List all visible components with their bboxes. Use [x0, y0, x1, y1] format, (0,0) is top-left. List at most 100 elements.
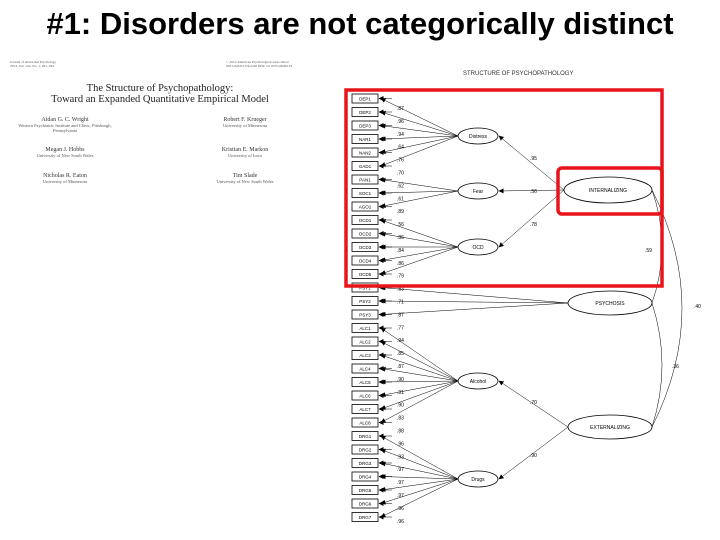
indicator-label: AGO1 [359, 205, 372, 210]
loading-arrow [380, 380, 459, 398]
correlation-arc [651, 189, 683, 428]
indicator-label: DEP2 [359, 110, 371, 115]
loading-arrow [380, 298, 569, 304]
author-block: Megan J. Hobbs University of New South W… [0, 147, 130, 158]
indicator-label: PSY3 [359, 313, 371, 318]
indicator-label: PSY1 [359, 286, 371, 291]
loading-arrow [380, 366, 459, 382]
indicator-label: ALC1 [359, 326, 371, 331]
indicator-label: DRG2 [359, 448, 372, 453]
path-arrows [378, 96, 683, 520]
author-name: Robert F. Krueger [223, 117, 267, 123]
latent-factors: DistressFearOCDAlcoholDrugsINTERNALIZING… [457, 127, 653, 488]
indicator-label: GAD1 [359, 164, 372, 169]
correlation-arc [651, 302, 663, 428]
loading-value: .87 [397, 364, 404, 370]
loading-arrow [380, 302, 569, 317]
indicator-box [351, 215, 379, 225]
indicator-box [351, 174, 379, 185]
copyright-line: 0021-843X/13/$12.00 DOI: 10.1037/a003013… [226, 64, 293, 68]
loading-value: .91 [397, 390, 404, 396]
loading-arrow [380, 448, 459, 480]
indicator-label: NAR1 [359, 137, 372, 142]
loading-value: .89 [397, 209, 404, 215]
loading-value: .94 [397, 338, 404, 344]
indicator-box [351, 458, 379, 468]
author-affiliation: University of New South Wales [216, 179, 274, 184]
author-affiliation: Pennsylvania [53, 128, 77, 133]
latent-factor-ellipse [457, 127, 499, 145]
indicator-label: NAN2 [359, 151, 372, 156]
loading-value: .87 [397, 312, 404, 318]
loading-value: .56 [397, 222, 404, 228]
loading-arrow [380, 380, 459, 423]
second-order-factor-ellipse [567, 414, 653, 440]
higher-order-loading-value: .36 [672, 364, 679, 370]
loading-value: .97 [397, 467, 404, 473]
author-name: Nicholas R. Eaton [43, 173, 87, 179]
paper-title-line: Toward an Expanded Quantitative Empirica… [51, 94, 269, 105]
loading-value: .79 [397, 274, 404, 280]
latent-factor-label: Drugs [471, 477, 485, 483]
higher-order-loading-value: .70 [530, 400, 537, 406]
author-block: Kristian E. Markon University of Iowa [180, 147, 310, 158]
higher-order-loading-value: .56 [530, 189, 537, 195]
indicator-box [351, 161, 379, 171]
indicator-label: ALC6 [359, 394, 371, 399]
indicator-label: DEP3 [359, 124, 371, 129]
indicator-label: DRG4 [359, 475, 372, 480]
indicator-label: ALC7 [359, 407, 371, 412]
loading-arrow [380, 354, 459, 382]
indicator-label: OCD1 [359, 218, 372, 223]
journal-line: 2013, Vol. 122, No. 1, 281–294 [10, 64, 55, 68]
loading-value: .85 [397, 351, 404, 357]
higher-order-loading-value: .59 [645, 248, 652, 254]
loading-arrow [380, 435, 459, 480]
author-affiliation: University of Minnesota [43, 179, 87, 184]
indicator-label: ALC3 [359, 353, 371, 358]
loading-arrow [380, 177, 459, 192]
author-affiliation: Western Psychiatric Institute and Clinic… [18, 123, 112, 128]
indicator-label: ALC5 [359, 380, 371, 385]
indicator-box [351, 107, 379, 117]
indicator-label: DRG6 [359, 502, 372, 507]
loading-value: .86 [397, 261, 404, 267]
higher-order-arrow [498, 189, 565, 248]
latent-factor-ellipse [457, 182, 499, 200]
loading-value: .84 [397, 248, 404, 254]
author-name: Aidan G. C. Wright [41, 117, 89, 123]
loading-value: .96 [397, 519, 404, 525]
indicator-box [351, 471, 379, 482]
loading-value: .94 [397, 132, 404, 138]
higher-order-arrow [498, 426, 569, 480]
indicator-label: ALC8 [359, 421, 371, 426]
loading-value: .86 [397, 235, 404, 241]
indicator-box [351, 512, 379, 522]
loading-arrow [380, 219, 459, 248]
latent-factor-ellipse [457, 238, 499, 256]
loading-arrow [380, 379, 459, 385]
second-order-factor-label: PSYCHOSIS [595, 301, 625, 307]
latent-factor-label: OCD [472, 245, 484, 251]
indicator-box [351, 363, 379, 374]
loading-value: .96 [397, 506, 404, 512]
author-affiliation: University of Iowa [228, 153, 262, 158]
loading-value: .83 [397, 416, 404, 422]
author-block: Nicholas R. Eaton University of Minnesot… [0, 173, 130, 184]
indicator-box [351, 485, 379, 495]
indicator-label: DRG3 [359, 461, 372, 466]
indicator-label: DRG7 [359, 515, 372, 520]
second-order-factor-label: INTERNALIZING [589, 188, 627, 194]
indicator-box [351, 201, 379, 212]
loading-values: .87.96.94.64.76.70.62.61.89.56.86.84.86.… [397, 106, 404, 525]
loading-value: .71 [397, 300, 404, 306]
journal-line: Journal of Abnormal Psychology [10, 60, 57, 64]
indicator-box [351, 336, 379, 347]
indicator-box [351, 120, 379, 131]
indicator-label: ALC4 [359, 367, 371, 372]
loading-arrow [380, 231, 459, 248]
indicator-box [351, 323, 379, 333]
author-block: Aidan G. C. Wright Western Psychiatric I… [0, 117, 130, 133]
latent-factor-ellipse [457, 372, 499, 390]
loading-value: .93 [397, 454, 404, 460]
